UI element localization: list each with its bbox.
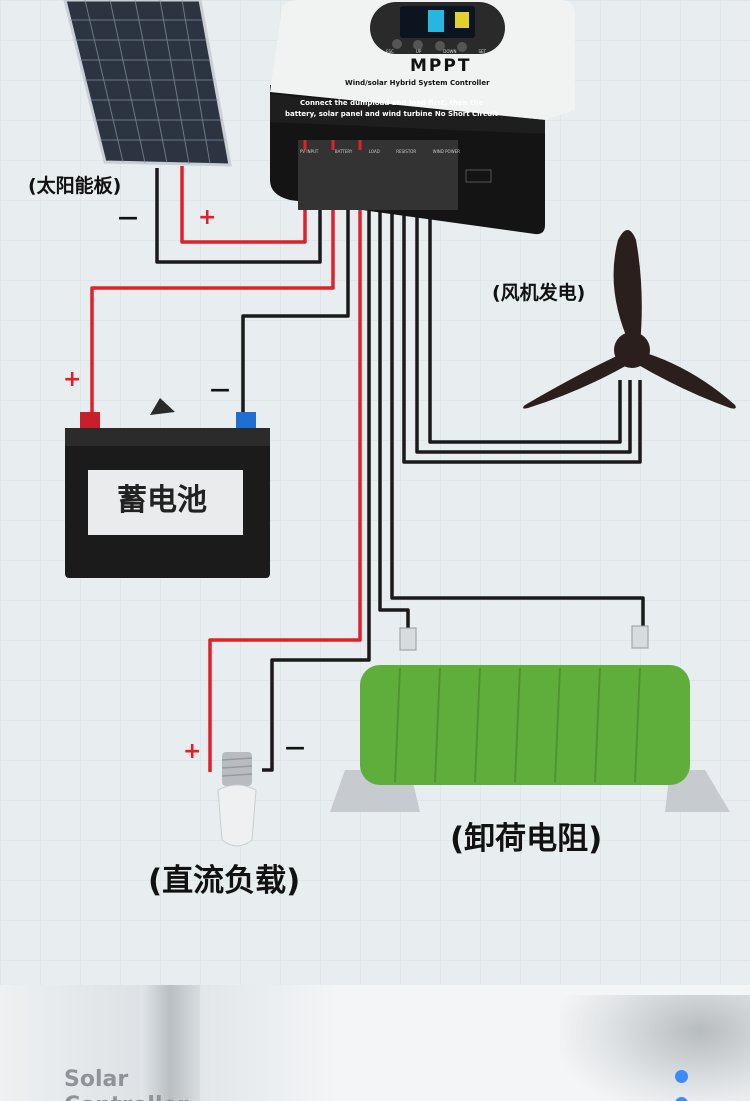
wind-wire-1 [402,150,642,464]
next-section-banner: Solar Controller [0,985,750,1101]
dump-load-label: (卸荷电阻) [450,821,603,857]
port-battery: BATTERY [334,149,353,154]
down-button[interactable]: DOWN [443,49,457,54]
controller-warning-line-2: battery, solar panel and wind turbine No… [285,110,498,118]
battery [65,398,270,578]
load-plus-sign: + [183,739,202,764]
load-minus-sign: — [285,735,305,759]
battery-plus-sign: + [63,367,82,392]
mppt-controller [270,0,575,235]
load-positive-wire [208,150,362,772]
carousel-dot-2[interactable] [675,1097,688,1101]
esc-button[interactable]: ESC [386,49,394,54]
pillar-shadow [140,985,200,1101]
section-title-line-2: Controller [64,1093,188,1101]
controller-buttons: ESC UP DOWN SET [386,50,486,54]
load-negative-wire [262,150,371,772]
battery-negative-wire [241,150,350,418]
solar-minus-sign: — [118,205,138,229]
controller-warning-line-1: Connect the dumpload and load first, the… [300,99,484,107]
wind-turbine [523,230,736,409]
controller-brand: MPPT [410,56,472,76]
resistor-wire-1 [378,150,410,630]
solar-panel-label: (太阳能板) [28,175,122,197]
battery-positive-wire [90,150,335,418]
wind-wire-3 [428,150,622,444]
wind-turbine-label: (风机发电) [492,282,586,304]
controller-subtitle: Wind/solar Hybrid System Controller [345,79,490,87]
dump-load-resistor [330,625,730,812]
wiring-diagram: (太阳能板) — + (风机发电) + — 蓄电池 + — (卸荷电阻) (直流… [0,0,750,985]
solar-plus-sign: + [198,205,217,230]
controller-ports: PV INPUT BATTERY LOAD RESISTOR WIND POWE… [300,150,460,154]
wires [90,150,645,772]
battery-label: 蓄电池 [117,483,207,518]
wind-wire-2 [415,150,632,454]
dc-load-label: (直流负载) [148,863,301,899]
port-load: LOAD [368,149,380,154]
section-title-line-1: Solar [64,1067,129,1092]
port-wind-power: WIND POWER [432,149,460,154]
port-pv-input: PV INPUT [300,149,319,154]
up-button[interactable]: UP [415,49,422,54]
resistor-wire-2 [390,150,645,628]
carousel-dot-1[interactable] [675,1070,688,1083]
battery-minus-sign: — [210,377,230,401]
port-resistor: RESISTOR [396,149,417,154]
palm-leaf-shadow [560,995,750,1101]
set-button[interactable]: SET [478,49,486,54]
solar-panel [63,0,232,167]
light-bulb [217,752,257,847]
diagram-graphics [63,0,736,847]
